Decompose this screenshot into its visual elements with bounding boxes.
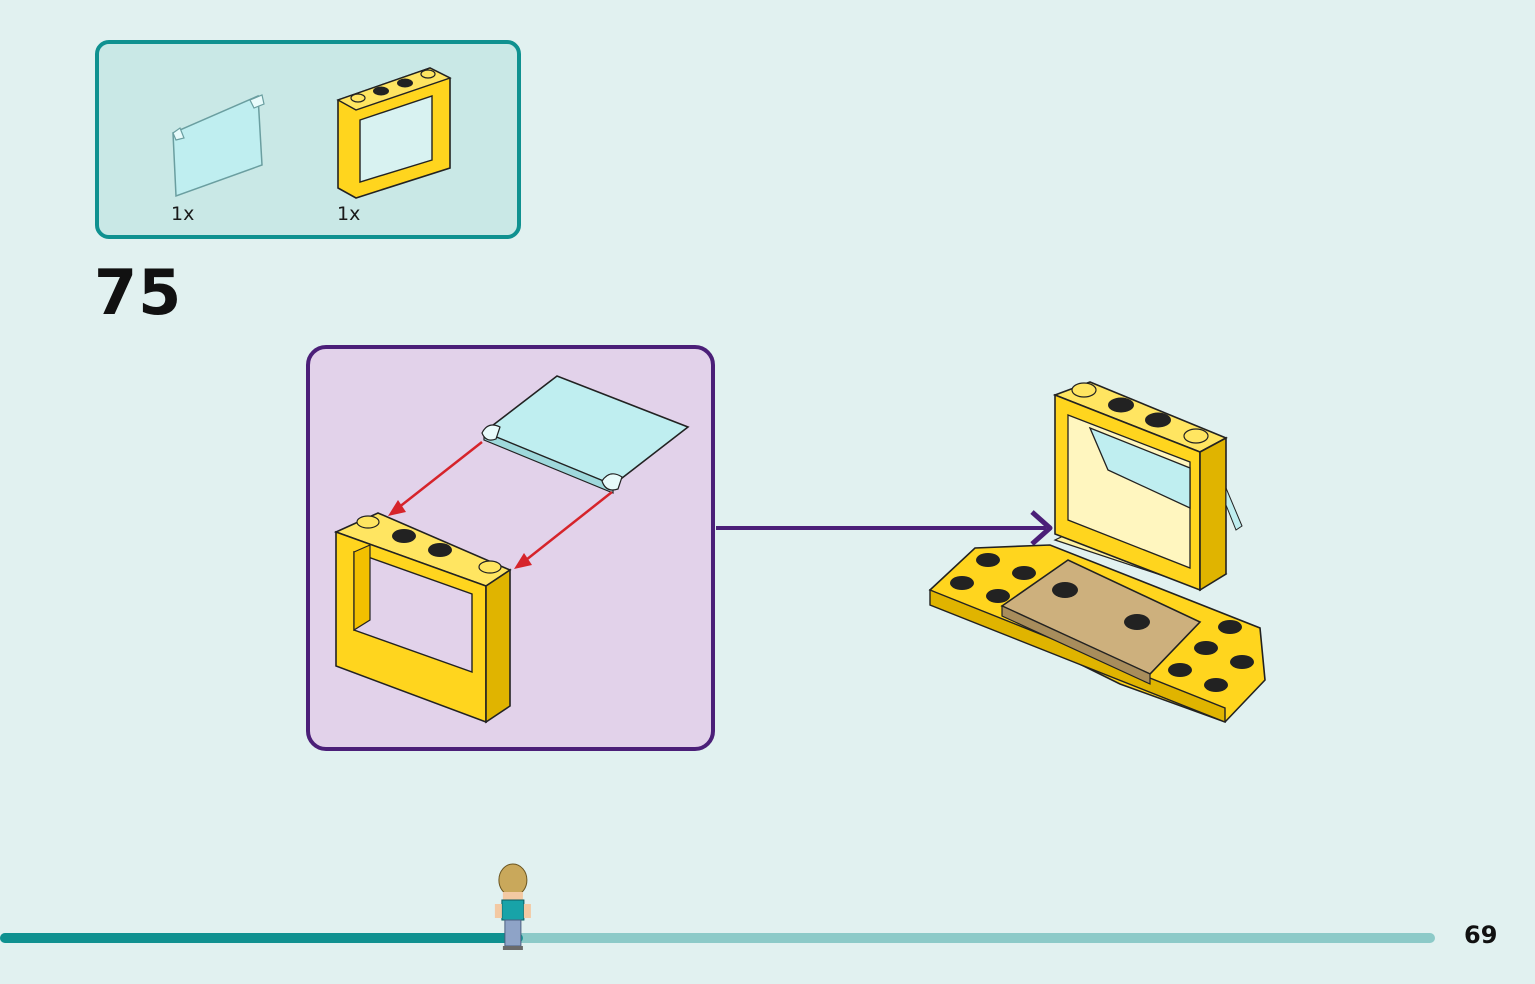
glass-pane-quantity: 1x (171, 203, 195, 225)
minifigure-progress-marker-icon (494, 863, 531, 950)
callout-glass-pane-icon (481, 375, 690, 494)
window-frame-part-icon (336, 67, 452, 199)
window-frame-quantity: 1x (337, 203, 361, 225)
callout-insert-arrows (388, 441, 613, 569)
step-number: 75 (94, 256, 183, 329)
model-assembly-illustration (928, 381, 1266, 724)
callout-window-frame-icon (333, 512, 512, 724)
glass-pane-part-icon (172, 94, 265, 198)
build-progress-bar (0, 863, 1435, 950)
page-number: 69 (1464, 921, 1498, 949)
progress-fill (0, 933, 523, 943)
callout-pointer-arrow (716, 510, 1053, 546)
